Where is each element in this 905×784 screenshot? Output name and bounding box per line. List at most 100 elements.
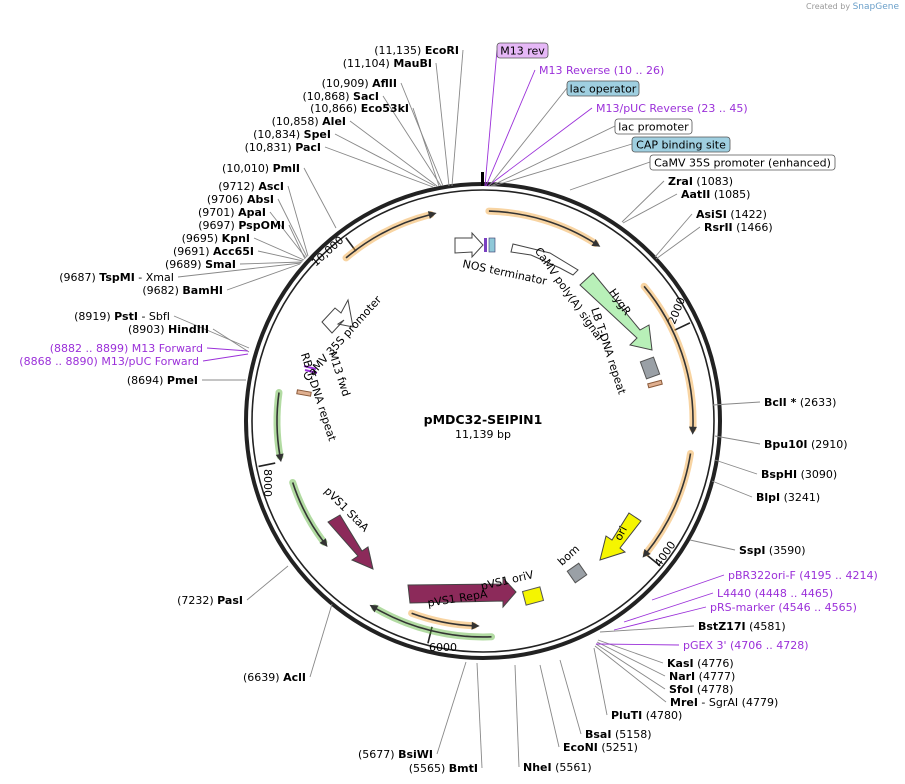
site-alei[interactable]: (10,858) AleI [272, 115, 346, 128]
site-nhei[interactable]: NheI (5561) [523, 761, 592, 774]
site-rsrii[interactable]: RsrII (1466) [704, 221, 773, 234]
site-bamhi[interactable]: (9682) BamHI [142, 284, 223, 297]
svg-text:BspHI (3090): BspHI (3090) [761, 468, 837, 481]
site-position: (5677) [358, 748, 398, 761]
primer-pgex-3[interactable]: pGEX 3' (4706 .. 4728) [683, 639, 809, 652]
site-extra: - XmaI [135, 271, 174, 284]
site-paci[interactable]: (10,831) PacI [245, 141, 321, 154]
site-asci[interactable]: (9712) AscI [218, 180, 284, 193]
site-bmti[interactable]: (5565) BmtI [409, 762, 478, 775]
leader-tag-lac-operator [488, 87, 568, 187]
svg-text:AsiSI (1422): AsiSI (1422) [696, 208, 767, 221]
feature-tag-lac-operator[interactable]: lac operator [566, 80, 640, 97]
lb-t-dna-box [639, 356, 661, 380]
site-nari[interactable]: NarI (4777) [669, 670, 735, 683]
feature-tag-m13-rev[interactable]: M13 rev [496, 42, 549, 59]
site-zrai[interactable]: ZraI (1083) [668, 175, 733, 188]
svg-text:(8868 .. 8890) M13/pUC Forwar: (8868 .. 8890) M13/pUC Forward [19, 355, 199, 368]
site-position: (10,866) [310, 102, 361, 115]
svg-text:BstZ17I (4581): BstZ17I (4581) [698, 620, 786, 633]
leader-tag-cap-binding-site [492, 143, 633, 187]
site-bpu10i[interactable]: Bpu10I (2910) [764, 438, 848, 451]
site-sfoi[interactable]: SfoI (4778) [669, 683, 733, 696]
site-acc65i[interactable]: (9691) Acc65I [173, 245, 254, 258]
green-arc-staa [289, 479, 328, 547]
site-position: (9682) [142, 284, 182, 297]
feature-tag-cap-binding-site[interactable]: CAP binding site [631, 136, 731, 153]
feature-label-ori: ori [612, 524, 630, 543]
leader-bpu10i [714, 435, 761, 445]
leader-ecori [451, 49, 464, 187]
primer-m13-reverse[interactable]: M13 Reverse (10 .. 26) [539, 64, 664, 77]
primer-name: M13 Reverse [539, 64, 610, 77]
site-kasi[interactable]: KasI (4776) [667, 657, 734, 670]
primer-m13-puc-forward[interactable]: (8868 .. 8890) M13/pUC Forward [19, 355, 199, 368]
primer-m13-puc-reverse[interactable]: M13/pUC Reverse (23 .. 45) [596, 102, 748, 115]
site-position: (10,868) [302, 90, 353, 103]
site-pspomi[interactable]: (9697) PspOMI [198, 219, 285, 232]
leader-primer-m13-reverse [485, 69, 536, 187]
primer-pbr322ori-f[interactable]: pBR322ori-F (4195 .. 4214) [728, 569, 878, 582]
hygr-arrow [579, 272, 653, 351]
primer-range: (8868 .. 8890) [19, 355, 101, 368]
site-position: (4779) [738, 696, 778, 709]
site-smai[interactable]: (9689) SmaI [165, 258, 236, 271]
site-position: (4581) [746, 620, 786, 633]
site-position: (5158) [611, 728, 651, 741]
site-kpni[interactable]: (9695) KpnI [182, 232, 250, 245]
site-tspmi[interactable]: (9687) TspMI - XmaI [59, 271, 174, 284]
site-name: PacI [295, 141, 321, 154]
site-pmei[interactable]: (8694) PmeI [127, 374, 198, 387]
site-eco53ki[interactable]: (10,866) Eco53kI [310, 102, 409, 115]
site-asisi[interactable]: AsiSI (1422) [696, 208, 767, 221]
site-position: (9695) [182, 232, 222, 245]
site-blpi[interactable]: BlpI (3241) [756, 491, 820, 504]
site-apai[interactable]: (9701) ApaI [198, 206, 266, 219]
site-spei[interactable]: (10,834) SpeI [253, 128, 331, 141]
leader-pasi [246, 565, 289, 601]
site-psti[interactable]: (8919) PstI - SbfI [74, 310, 170, 323]
site-sspi[interactable]: SspI (3590) [739, 544, 806, 557]
site-pasi[interactable]: (7232) PasI [177, 594, 243, 607]
site-pmli[interactable]: (10,010) PmlI [222, 162, 300, 175]
site-bstz17i[interactable]: BstZ17I (4581) [698, 620, 786, 633]
site-position: (6639) [243, 671, 283, 684]
site-hindiii[interactable]: (8903) HindIII [128, 323, 209, 336]
primer-l4440[interactable]: L4440 (4448 .. 4465) [717, 587, 833, 600]
site-pluti[interactable]: PluTI (4780) [611, 709, 682, 722]
primer-m13-forward[interactable]: (8882 .. 8899) M13 Forward [50, 342, 203, 355]
svg-text:(10,834) SpeI: (10,834) SpeI [253, 128, 331, 141]
svg-text:BclI * (2633): BclI * (2633) [764, 396, 836, 409]
site-name: BstZ17I [698, 620, 746, 633]
site-position: (8694) [127, 374, 167, 387]
svg-text:(9712) AscI: (9712) AscI [218, 180, 284, 193]
svg-text:KasI (4776): KasI (4776) [667, 657, 734, 670]
site-mrei[interactable]: MreI - SgrAI (4779) [670, 696, 778, 709]
site-econi[interactable]: EcoNI (5251) [563, 741, 638, 754]
svg-text:(10,866) Eco53kI: (10,866) Eco53kI [310, 102, 409, 115]
site-bsiwi[interactable]: (5677) BsiWI [358, 748, 433, 761]
site-name: AscI [258, 180, 284, 193]
site-saci[interactable]: (10,868) SacI [302, 90, 379, 103]
plasmid-name: pMDC32-SEIPIN1 [424, 412, 543, 427]
site-name: PspOMI [238, 219, 285, 232]
site-aatii[interactable]: AatII (1085) [681, 188, 750, 201]
primer-prs-marker[interactable]: pRS-marker (4546 .. 4565) [710, 601, 857, 614]
site-acli[interactable]: (6639) AclI [243, 671, 306, 684]
site-position: (11,135) [374, 44, 425, 57]
site-position: (3090) [797, 468, 837, 481]
site-bcli[interactable]: BclI * (2633) [764, 396, 836, 409]
site-name: SspI [739, 544, 765, 557]
site-bsphi[interactable]: BspHI (3090) [761, 468, 837, 481]
site-bsai[interactable]: BsaI (5158) [585, 728, 652, 741]
site-absi[interactable]: (9706) AbsI [207, 193, 274, 206]
site-maubi[interactable]: (11,104) MauBI [343, 57, 432, 70]
feature-tag-lac-promoter[interactable]: lac promoter [614, 118, 693, 135]
site-position: (4777) [695, 670, 735, 683]
site-ecori[interactable]: (11,135) EcoRI [374, 44, 459, 57]
site-position: (1083) [693, 175, 733, 188]
feature-tag-camv-35s-promoter-enhanced[interactable]: CaMV 35S promoter (enhanced) [649, 154, 836, 171]
site-position: (9697) [198, 219, 238, 232]
site-aflii[interactable]: (10,909) AflII [322, 77, 397, 90]
svg-text:(9701) ApaI: (9701) ApaI [198, 206, 266, 219]
